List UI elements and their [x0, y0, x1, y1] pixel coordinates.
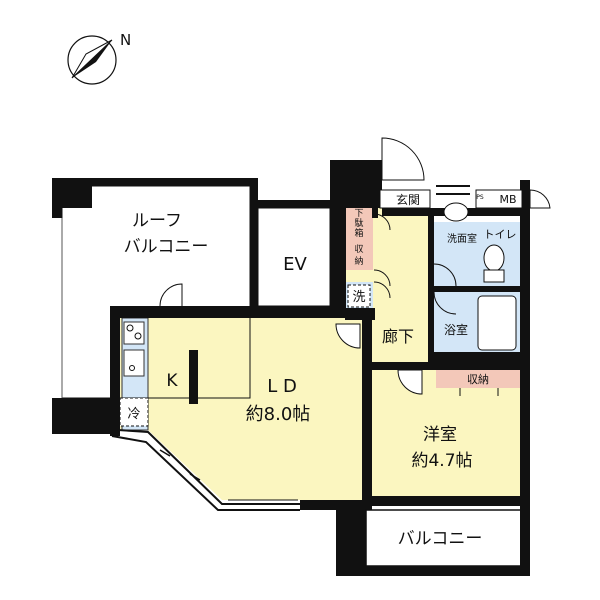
shoe-box-label-1: 下 [354, 209, 363, 219]
roof-balcony-label-1: ルーフ [132, 211, 182, 231]
bedroom-storage-label: 収納 [467, 373, 489, 386]
walls [52, 160, 530, 572]
fridge-label: 冷 [127, 407, 140, 422]
bedroom-storage-floor [436, 370, 520, 388]
mb-box [475, 189, 523, 209]
ld-size-label: 約8.0帖 [246, 404, 311, 425]
bathroom-label: 浴室 [444, 322, 468, 337]
compass-ring [67, 35, 117, 85]
stove-icon [123, 321, 145, 345]
front-door[interactable] [381, 137, 425, 181]
toilet-icon [483, 244, 505, 272]
roof-balcony-label-2: バルコニー [124, 237, 209, 257]
kitchen-partition [189, 350, 198, 404]
shoe-box-label-3: 箱 [354, 227, 363, 239]
compass-needle-light [71, 39, 113, 79]
north-label: N [120, 31, 131, 49]
bathtub-icon [477, 295, 517, 351]
mb-label: MB [499, 193, 516, 206]
bedroom-size-label: 約4.7帖 [411, 451, 472, 471]
washer-label: 洗 [352, 290, 365, 305]
ev-label: EV [283, 254, 307, 275]
bedroom-label: 洋室 [423, 425, 457, 445]
shoe-box-floor [345, 208, 373, 240]
ps-label: PS [476, 194, 484, 201]
entrance-label: 玄関 [396, 192, 420, 207]
entrance-floor [379, 189, 431, 209]
ld-window-wall [117, 429, 300, 505]
windows [228, 201, 510, 502]
washroom-label: 洗面室 [447, 232, 477, 245]
washroom-floor [432, 222, 522, 288]
storage-hall-label-1: 収 [354, 243, 363, 255]
kitchen-label: K [166, 371, 178, 391]
ld-floor [118, 318, 368, 500]
toilet-label: トイレ [484, 228, 517, 241]
storage-hall-label-2: 納 [354, 255, 363, 267]
storage-hall-floor [345, 240, 373, 270]
compass: N [67, 31, 131, 85]
shoe-box-label-2: 駄 [354, 217, 363, 229]
roof-balcony-door[interactable] [159, 283, 183, 307]
kitchen-sink-icon [123, 349, 145, 377]
ld-door[interactable] [335, 323, 361, 349]
washroom-door[interactable] [433, 263, 457, 287]
bathroom-door[interactable] [433, 291, 457, 315]
fridge-space [119, 397, 149, 427]
hallway-label: 廊下 [382, 327, 414, 346]
sink-icon [443, 202, 469, 222]
washer-space [347, 284, 371, 308]
bedroom-door[interactable] [397, 369, 423, 395]
bedroom-floor [372, 368, 522, 500]
ev-shaft [257, 207, 331, 307]
ld-label: L D [267, 376, 297, 397]
balcony-label: バルコニー [398, 529, 483, 549]
